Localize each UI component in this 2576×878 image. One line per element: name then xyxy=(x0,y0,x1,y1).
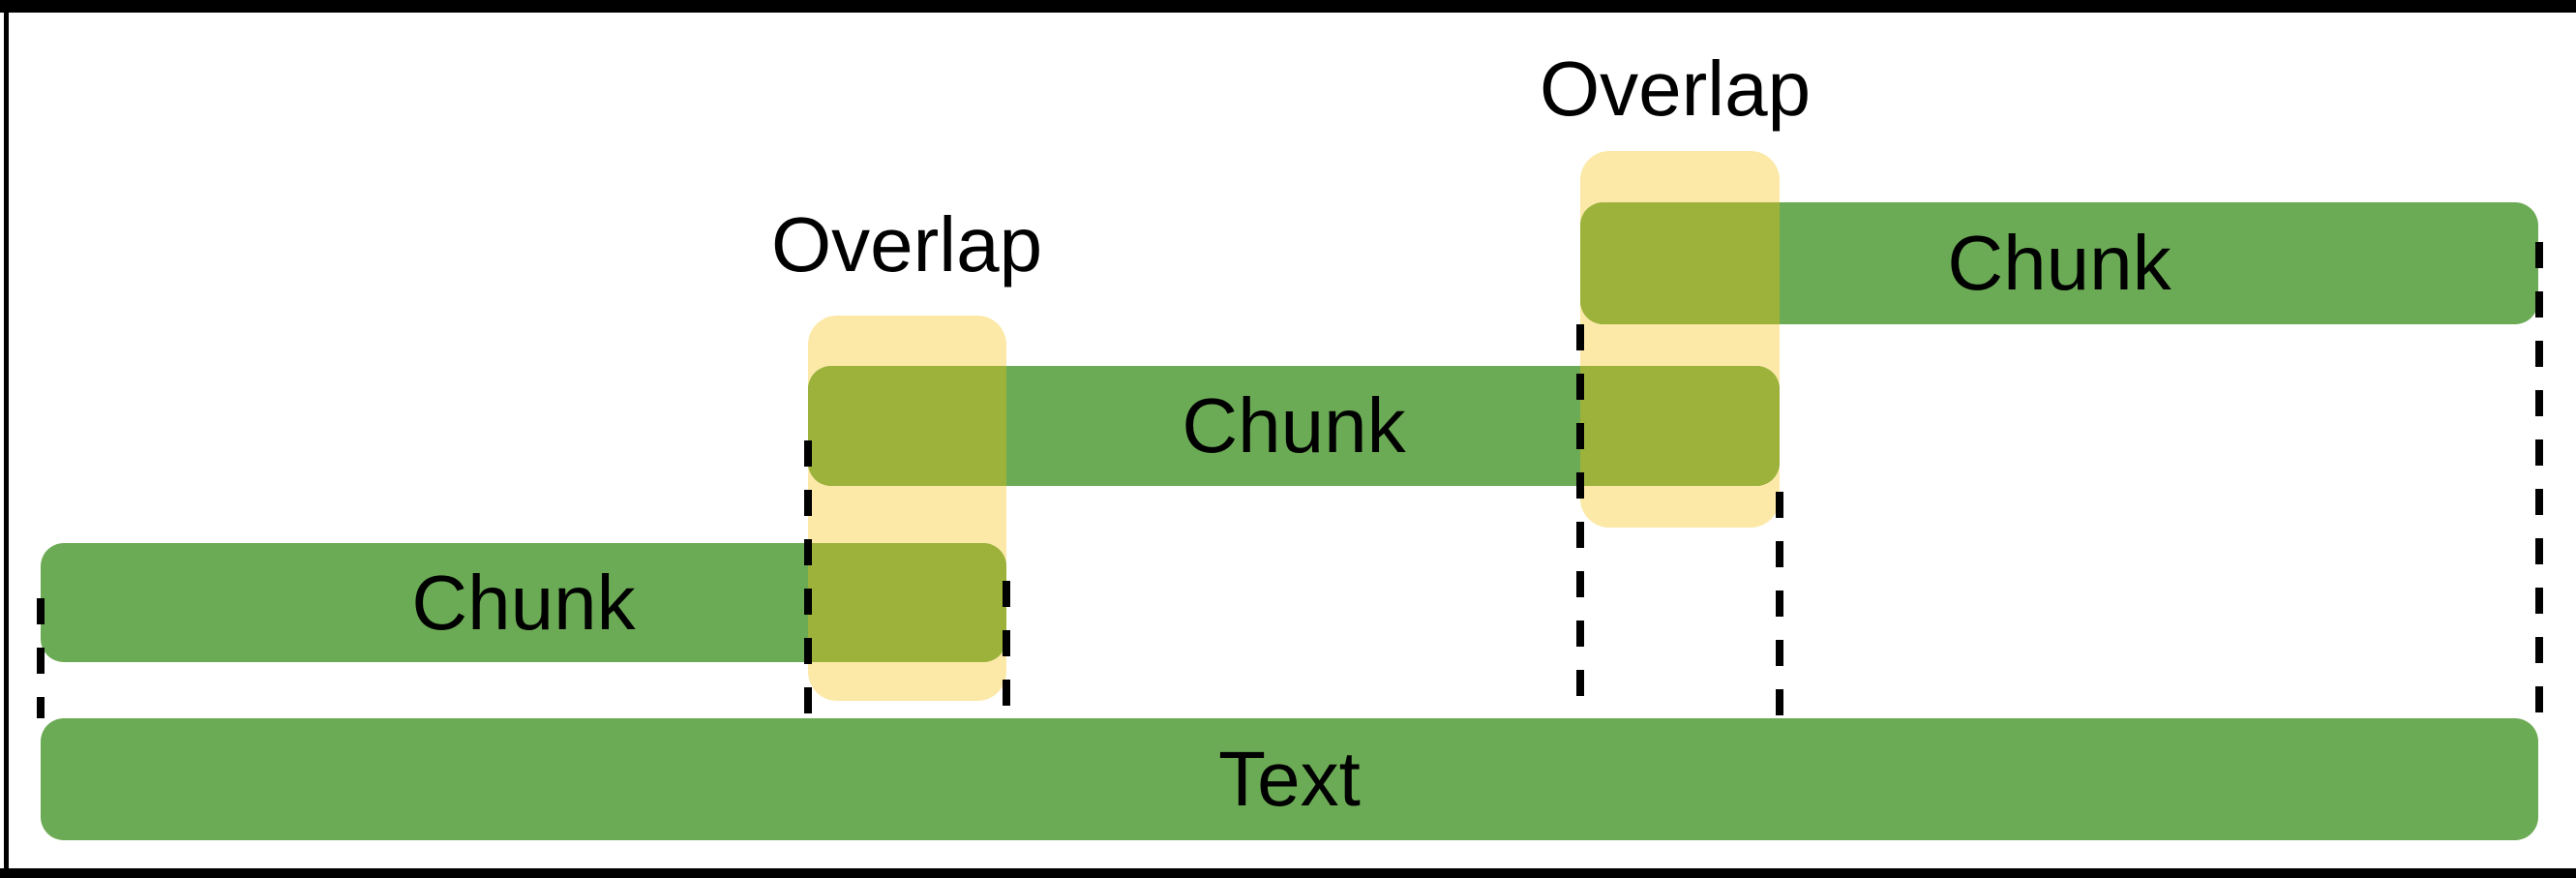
text-bar: Text xyxy=(41,718,2538,840)
overlap1-left-boundary-line xyxy=(804,440,812,718)
overlap-caption-1-text: Overlap xyxy=(770,201,1043,288)
overlap-caption-2: Overlap xyxy=(1433,43,1917,136)
overlap-caption-2-text: Overlap xyxy=(1539,45,1812,132)
overlap1-right-boundary-line xyxy=(1003,581,1010,718)
frame-left-border xyxy=(4,13,9,868)
text-bar-label: Text xyxy=(1218,736,1361,822)
overlap-shade-chunk2-end xyxy=(1580,366,1780,486)
chunk1-start-boundary-line xyxy=(37,598,45,718)
overlap-shade-chunk3-start xyxy=(1580,202,1780,324)
overlap2-left-boundary-line xyxy=(1576,324,1584,718)
frame-bottom-border xyxy=(0,868,2576,878)
chunk3-end-boundary-line xyxy=(2535,242,2543,718)
overlap2-right-boundary-line xyxy=(1776,492,1783,718)
chunk-2-label: Chunk xyxy=(1182,382,1406,469)
chunk-1-label: Chunk xyxy=(411,559,636,646)
chunk-3-label: Chunk xyxy=(1947,220,2172,306)
overlap-caption-1: Overlap xyxy=(665,198,1149,291)
overlap-shade-chunk2-start xyxy=(808,366,1006,486)
frame-top-border xyxy=(0,0,2576,13)
overlap-shade-chunk1-end xyxy=(808,543,1006,662)
